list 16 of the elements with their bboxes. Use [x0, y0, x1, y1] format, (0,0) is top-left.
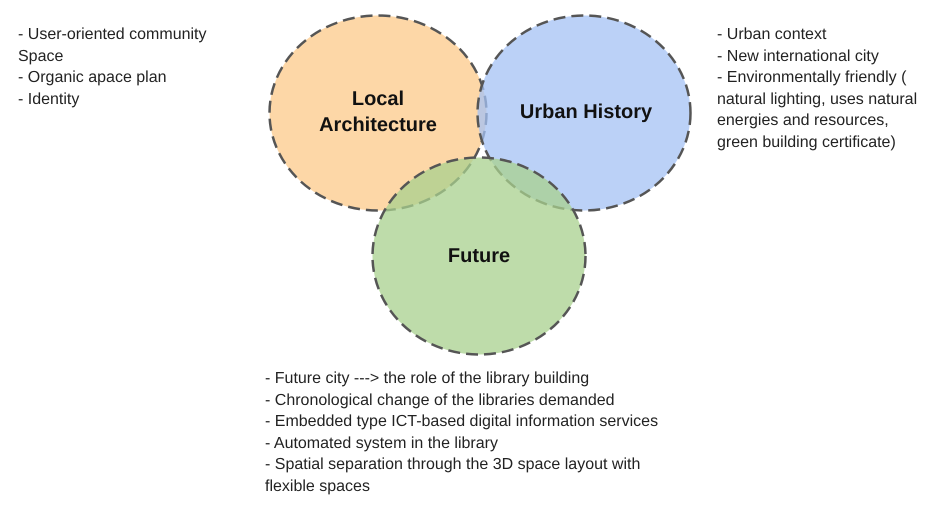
venn-circle	[476, 14, 692, 212]
venn-circle	[371, 156, 587, 356]
list-item: - Embedded type ICT-based digital information services	[265, 412, 660, 432]
list-item: - New international city	[717, 46, 880, 66]
circle-title: Local Architecture	[318, 87, 438, 138]
list-item: - Spatial separation through the 3D space layout with flexible spaces	[265, 455, 642, 496]
list-item: - Environmentally friendly ( natural lighting, uses natural energies and resources, green building certificate)	[717, 68, 918, 152]
list-item: - Future city ---> the role of the library building	[265, 369, 590, 389]
list-item: - Urban context	[717, 25, 828, 45]
list-item: - Chronological change of the libraries demanded	[265, 390, 616, 410]
list-item: - Organic apace plan	[18, 68, 168, 88]
circle-title: Urban History	[518, 100, 654, 125]
circle-title: Future	[446, 244, 512, 269]
list-item: - Identity	[18, 90, 80, 110]
list-item: - User-oriented community Space	[18, 25, 208, 66]
list-item: - Automated system in the library	[265, 434, 499, 454]
